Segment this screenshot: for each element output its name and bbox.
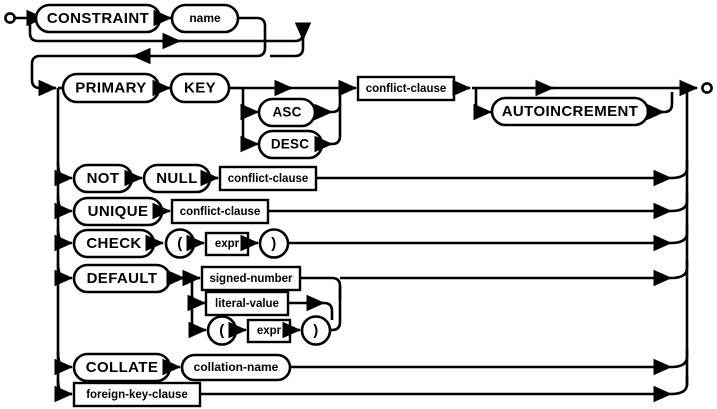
terminal-unique[interactable]: UNIQUE (72, 196, 164, 227)
terminal-right-paren-check[interactable]: ) (258, 228, 290, 259)
nonterminal-conflict-clause-primary-key[interactable]: conflict-clause (356, 75, 456, 102)
default-row: DEFAULT signed-number literal-value ( ex (54, 260, 689, 346)
nonterminal-conflict-clause-unique-label: conflict-clause (180, 206, 261, 218)
collate-row: COLLATE collation-name (54, 349, 689, 383)
nonterminal-name[interactable]: name (170, 3, 240, 34)
terminal-check[interactable]: CHECK (72, 228, 156, 259)
nonterminal-conflict-clause-not-null-label: conflict-clause (228, 173, 309, 185)
terminal-left-paren-default[interactable]: ( (206, 315, 238, 346)
nonterminal-name-label: name (189, 11, 221, 25)
right-spine-rail (672, 79, 699, 386)
not-null-row: NOT NULL conflict-clause (54, 160, 689, 194)
terminal-asc-label: ASC (272, 105, 301, 120)
terminal-constraint-label: CONSTRAINT (47, 10, 149, 27)
terminal-desc-label: DESC (271, 137, 309, 152)
nonterminal-expr-default-label: expr (257, 325, 282, 337)
nonterminal-signed-number[interactable]: signed-number (200, 265, 302, 292)
nonterminal-conflict-clause-not-null[interactable]: conflict-clause (218, 165, 318, 192)
terminal-check-label: CHECK (86, 235, 141, 252)
terminal-null-label: NULL (156, 170, 198, 187)
nonterminal-foreign-key-clause[interactable]: foreign-key-clause (72, 381, 202, 408)
terminal-not[interactable]: NOT (72, 163, 134, 194)
terminal-primary-label: PRIMARY (75, 79, 146, 96)
terminal-unique-label: UNIQUE (88, 203, 149, 220)
left-spine-rail (30, 54, 72, 396)
unique-row: UNIQUE conflict-clause (54, 193, 689, 227)
terminal-left-paren-check-label: ( (177, 235, 182, 252)
end-node (701, 82, 713, 94)
terminal-collate-label: COLLATE (86, 359, 159, 376)
primary-key-row: PRIMARY KEY ASC DESC (58, 72, 674, 160)
terminal-autoincrement-label: AUTOINCREMENT (502, 103, 639, 120)
constraint-row: CONSTRAINT name (28, 3, 312, 65)
terminal-default[interactable]: DEFAULT (72, 263, 172, 294)
terminal-right-paren-default-label: ) (313, 322, 318, 339)
foreign-key-row: foreign-key-clause (54, 376, 689, 408)
terminal-null[interactable]: NULL (142, 163, 212, 194)
terminal-left-paren-default-label: ( (219, 322, 224, 339)
nonterminal-signed-number-label: signed-number (209, 273, 293, 285)
terminal-key-label: KEY (184, 79, 216, 96)
nonterminal-conflict-clause-primary-key-label: conflict-clause (366, 83, 447, 95)
terminal-not-label: NOT (87, 170, 120, 187)
nonterminal-expr-default[interactable]: expr (246, 318, 292, 344)
terminal-asc[interactable]: ASC (257, 97, 317, 128)
check-row: CHECK ( expr ) (54, 225, 689, 259)
terminal-left-paren-check[interactable]: ( (164, 228, 196, 259)
nonterminal-literal-value[interactable]: literal-value (204, 290, 290, 317)
terminal-key[interactable]: KEY (169, 72, 231, 104)
nonterminal-foreign-key-clause-label: foreign-key-clause (86, 389, 188, 401)
nonterminal-conflict-clause-unique[interactable]: conflict-clause (170, 198, 270, 225)
terminal-right-paren-default[interactable]: ) (300, 315, 332, 346)
terminal-default-label: DEFAULT (87, 270, 158, 287)
terminal-primary[interactable]: PRIMARY (61, 72, 161, 104)
terminal-constraint[interactable]: CONSTRAINT (34, 3, 162, 34)
terminal-collate[interactable]: COLLATE (72, 352, 172, 383)
nonterminal-collation-name[interactable]: collation-name (180, 353, 292, 382)
terminal-desc[interactable]: DESC (257, 129, 324, 160)
nonterminal-collation-name-label: collation-name (194, 360, 279, 374)
nonterminal-expr-check-label: expr (215, 238, 240, 250)
terminal-right-paren-check-label: ) (271, 235, 276, 252)
nonterminal-literal-value-label: literal-value (215, 298, 279, 310)
terminal-autoincrement[interactable]: AUTOINCREMENT (490, 96, 650, 127)
nonterminal-expr-check[interactable]: expr (204, 231, 250, 257)
